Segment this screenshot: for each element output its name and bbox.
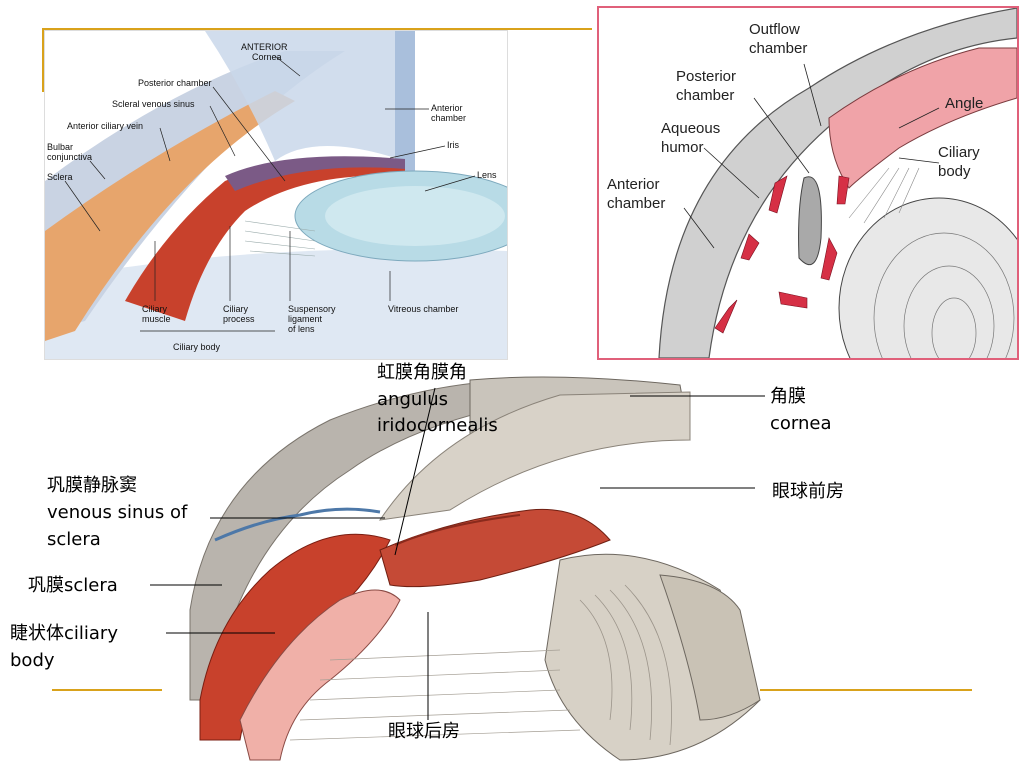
label-ciliary-1: Ciliary — [938, 144, 980, 161]
label-bulbar-conjunctiva-1: Bulbar — [47, 142, 74, 152]
label-ciliary-process-1: Ciliary — [223, 304, 249, 314]
right-aqueous-flow-inset: Outflow chamber Posterior chamber Aqueou… — [597, 6, 1019, 360]
label-posterior-2: chamber — [676, 87, 735, 104]
label-ciliary-2: body — [938, 163, 971, 180]
label-aqueous-1: Aqueous — [661, 120, 721, 137]
label-angle-la-1: angulus — [377, 389, 449, 410]
right-inset-illustration — [658, 8, 1017, 358]
label-sinus-en-2: sclera — [47, 529, 101, 550]
label-sclera: 巩膜sclera — [28, 575, 118, 597]
label-posterior-chamber: Posterior chamber — [138, 78, 212, 88]
label-sclera: Sclera — [47, 172, 73, 182]
label-lens: Lens — [477, 170, 497, 180]
label-vitreous-chamber: Vitreous chamber — [388, 304, 459, 314]
label-angle: Angle — [945, 95, 984, 112]
label-angle-la-2: iridocornealis — [377, 415, 498, 436]
label-sinus-zh: 巩膜静脉窦 — [47, 475, 137, 496]
label-scleral-venous-sinus: Scleral venous sinus — [112, 99, 195, 109]
label-ciliary: 睫状体ciliary — [10, 623, 118, 645]
label-outflow-2: chamber — [749, 40, 808, 57]
label-bulbar-conjunctiva-2: conjunctiva — [47, 152, 93, 162]
label-ciliary-en-1: ciliary — [64, 623, 118, 644]
label-outflow-1: Outflow — [749, 21, 800, 38]
top-accent-rule — [44, 28, 592, 30]
label-ciliary-muscle-2: muscle — [142, 314, 171, 324]
label-posterior-1: Posterior — [676, 68, 737, 85]
label-anterior-chamber-zh: 眼球前房 — [772, 481, 844, 502]
label-anterior-ciliary-vein: Anterior ciliary vein — [67, 121, 144, 131]
label-aqueous-2: humor — [661, 139, 704, 156]
label-suspensory-2: ligament — [288, 314, 323, 324]
left-eye-cross-section: ANTERIOR Cornea Posterior chamber Sclera… — [44, 30, 508, 360]
label-cornea-la: cornea — [770, 413, 832, 434]
label-cornea: Cornea — [252, 52, 282, 62]
label-anterior-2: chamber — [607, 195, 666, 212]
label-cornea-zh: 角膜 — [770, 386, 806, 407]
label-anterior-chamber-1: Anterior — [431, 103, 463, 113]
label-sinus-en-1: venous sinus of — [47, 502, 188, 523]
label-anterior-chamber-2: chamber — [431, 113, 467, 123]
label-suspensory-1: Suspensory — [288, 304, 336, 314]
label-posterior-chamber-zh: 眼球后房 — [388, 721, 460, 742]
bottom-right-accent-rule — [760, 689, 972, 691]
label-anterior-1: Anterior — [607, 176, 660, 193]
bottom-left-accent-rule — [52, 689, 162, 691]
label-anterior: ANTERIOR — [241, 42, 288, 52]
label-angle-zh: 虹膜角膜角 — [377, 362, 467, 383]
label-iris: Iris — [447, 140, 459, 150]
label-ciliary-process-2: process — [223, 314, 255, 324]
label-sclera-zh: 巩膜 — [28, 575, 64, 596]
label-suspensory-3: of lens — [288, 324, 315, 334]
label-ciliary-muscle-1: Ciliary — [142, 304, 168, 314]
left-eye-illustration — [45, 31, 507, 359]
label-sclera-en: sclera — [64, 575, 118, 596]
label-ciliary-en-2: body — [10, 650, 55, 671]
label-ciliary-zh: 睫状体 — [10, 623, 64, 644]
left-accent-rule — [42, 28, 44, 92]
label-ciliary-body: Ciliary body — [173, 342, 221, 352]
